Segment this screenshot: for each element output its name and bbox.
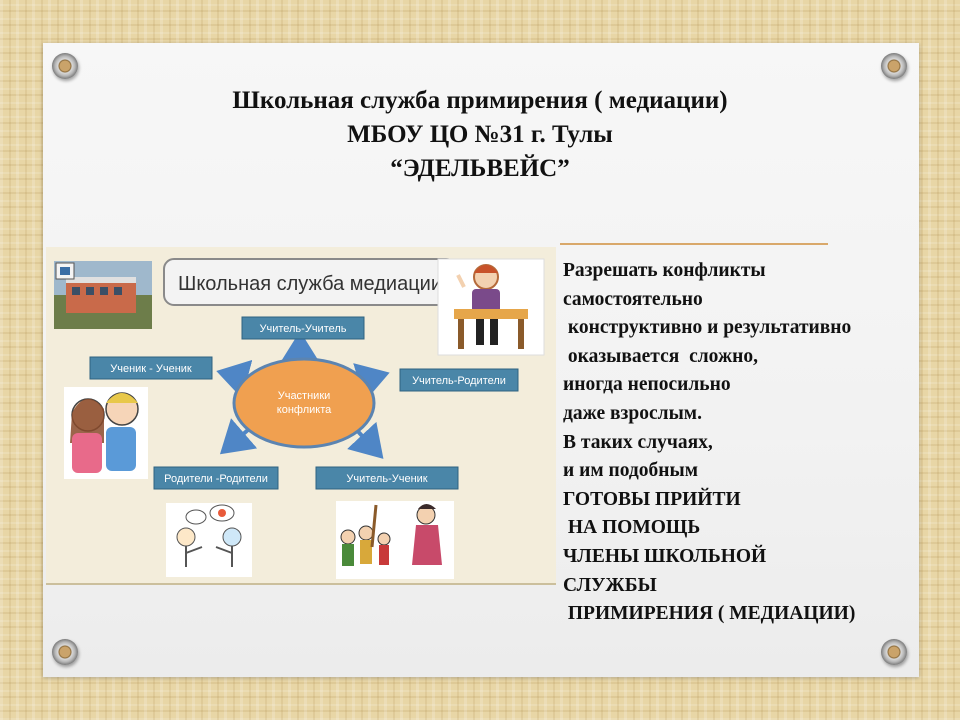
body-line: даже взрослым.	[563, 402, 702, 424]
node-teacher-student: Учитель-Ученик	[315, 466, 459, 490]
body-line: НА ПОМОЩЬ	[563, 517, 701, 539]
title-line-3: “ЭДЕЛЬВЕЙС”	[390, 155, 570, 182]
accent-divider	[560, 243, 828, 245]
node-teacher-teacher: Учитель-Учитель	[241, 316, 365, 340]
node-student-student-label: Ученик - Ученик	[110, 363, 192, 375]
node-teacher-student-label: Учитель-Ученик	[346, 473, 427, 485]
body-line: и им подобным	[563, 460, 699, 482]
body-line: конструктивно и результативно	[563, 317, 852, 339]
diagram-header: Школьная служба медиации	[163, 258, 457, 306]
pushpin-icon	[881, 639, 907, 665]
children-conflict-illustration	[64, 387, 148, 479]
diagram-header-text: Школьная служба медиации	[178, 273, 442, 295]
body-line: самостоятельно	[563, 288, 703, 310]
slide-title: Школьная служба примирения ( медиации) М…	[60, 84, 900, 186]
body-text: Разрешать конфликты самостоятельно конст…	[563, 257, 855, 629]
body-line: иногда непосильно	[563, 374, 731, 396]
node-teacher-teacher-label: Учитель-Учитель	[259, 323, 346, 335]
node-parents-parents-label: Родители -Родители	[164, 473, 268, 485]
pushpin-icon	[52, 53, 78, 79]
body-line: В таких случаях,	[563, 431, 713, 453]
center-line-2: конфликта	[277, 404, 332, 416]
conflict-participants-center: Участники конфликта	[232, 357, 376, 449]
body-line: ЧЛЕНЫ ШКОЛЬНОЙ	[563, 545, 767, 567]
body-line: оказывается сложно,	[563, 345, 758, 367]
body-line: Разрешать конфликты	[563, 260, 766, 281]
teacher-at-desk-illustration	[437, 258, 545, 356]
teacher-with-pupils-illustration	[336, 501, 454, 579]
pushpin-icon	[881, 53, 907, 79]
kids-arguing-illustration	[166, 503, 252, 577]
title-line-2: МБОУ ЦО №31 г. Тулы	[347, 121, 613, 148]
title-line-1: Школьная служба примирения ( медиации)	[232, 87, 728, 114]
node-student-student: Ученик - Ученик	[89, 356, 213, 380]
node-parents-parents: Родители -Родители	[153, 466, 279, 490]
mediation-diagram: Школьная служба медиации Участники	[46, 247, 556, 585]
pushpin-icon	[52, 639, 78, 665]
center-line-1: Участники	[278, 390, 331, 402]
body-line: ПРИМИРЕНИЯ ( МЕДИАЦИИ)	[563, 603, 856, 625]
node-teacher-parents-label: Учитель-Родители	[412, 375, 506, 387]
body-line: СЛУЖБЫ	[563, 574, 657, 596]
node-teacher-parents: Учитель-Родители	[399, 368, 519, 392]
school-photo	[54, 261, 152, 329]
body-line: ГОТОВЫ ПРИЙТИ	[563, 488, 741, 510]
